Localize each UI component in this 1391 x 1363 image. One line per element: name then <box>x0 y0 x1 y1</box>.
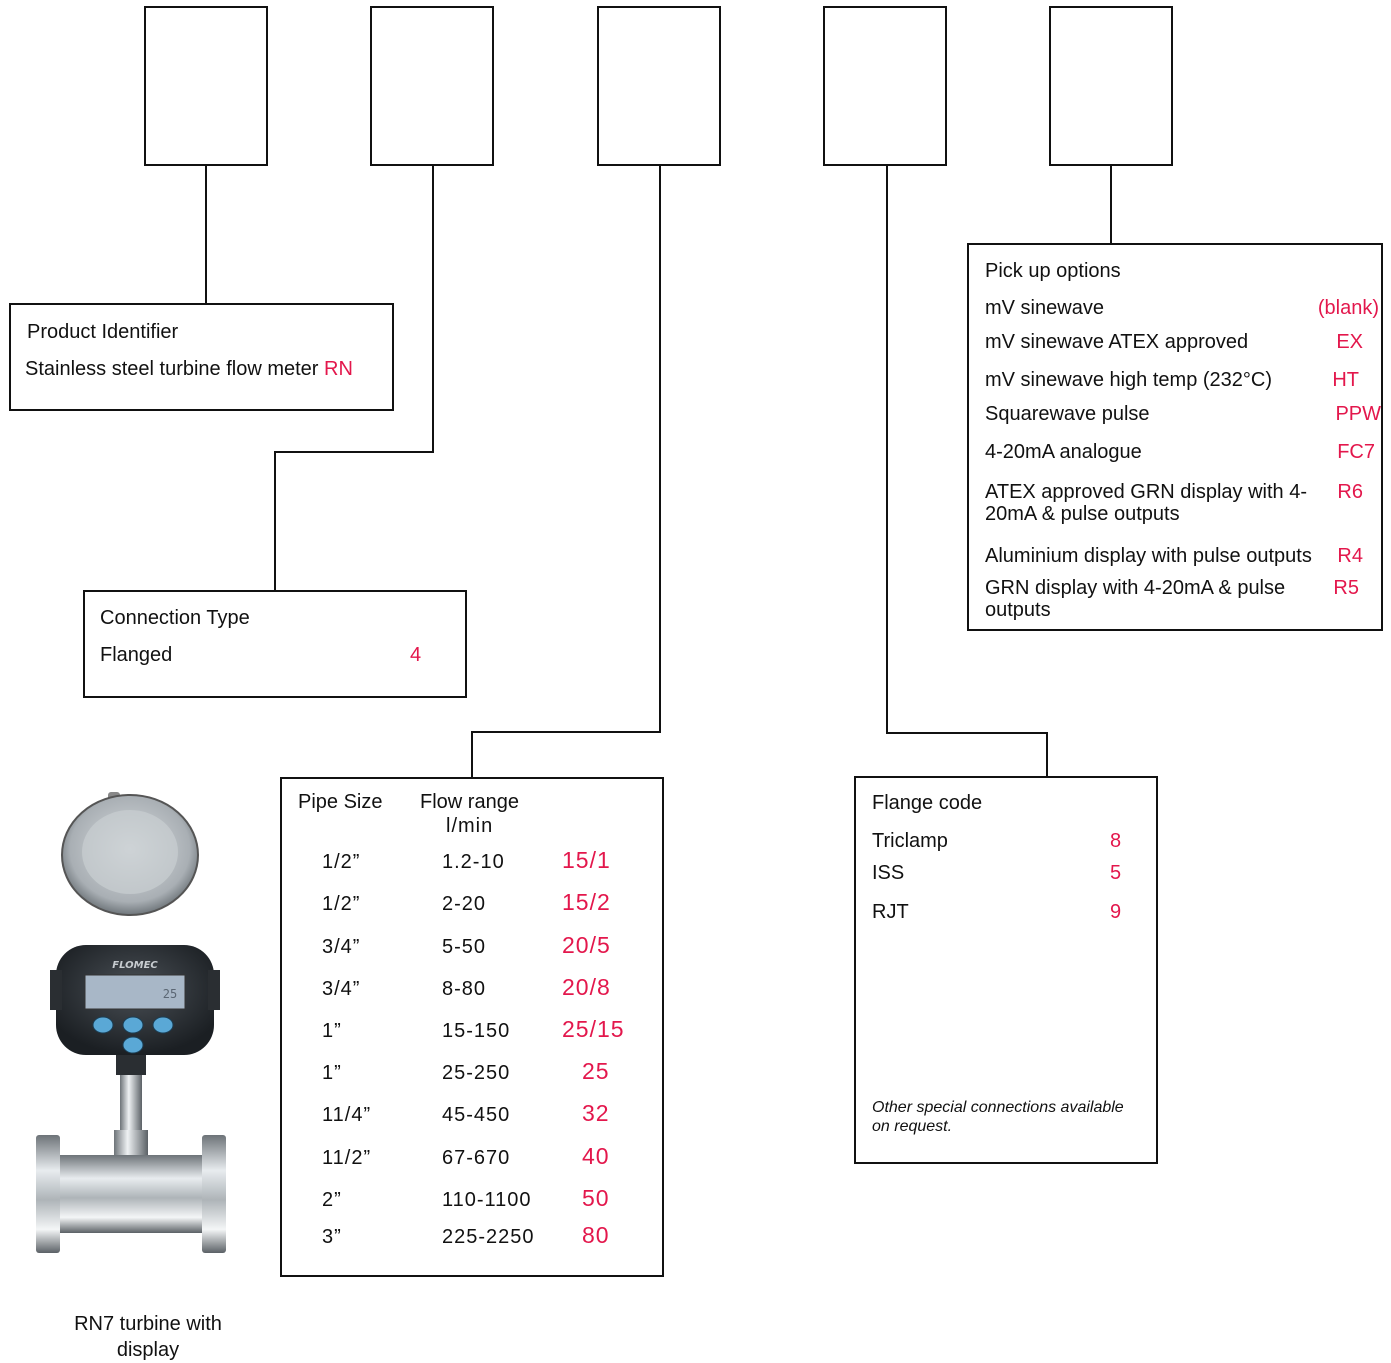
pipe-code-cell: 32 <box>582 1100 610 1126</box>
pickup-item-label: mV sinewave high temp (232°C) <box>985 369 1273 391</box>
connection-type-box: Connection Type Flanged 4 <box>83 590 467 698</box>
pipe-size-cell: 1” <box>322 1020 342 1042</box>
pipe-size-header: Pipe Size <box>298 791 383 813</box>
pickup-item-label: mV sinewave ATEX approved <box>985 331 1249 353</box>
pickup-item-code: PPW <box>1335 403 1381 425</box>
flow-range-cell: 15-150 <box>442 1020 511 1042</box>
pickup-item-label: ATEX approved GRN display with 4-20mA & … <box>985 481 1307 525</box>
connector-pickup <box>1110 166 1112 244</box>
pipe-size-box: Pipe Size Flow range l/min 1/2” 1.2-10 15/… <box>280 777 664 1277</box>
connector-connection-v2 <box>274 451 276 591</box>
connector-pipe-v1 <box>659 166 661 732</box>
connector-pipe-h <box>471 731 661 733</box>
flow-range-cell: 1.2-10 <box>442 851 505 873</box>
connector-connection-h <box>274 451 434 453</box>
pickup-item-label: Aluminium display with pulse outputs <box>985 545 1312 567</box>
turbine-meter-photo: FLOMEC 25 <box>30 790 250 1310</box>
pipe-size-cell: 2” <box>322 1189 342 1211</box>
flange-item-label: RJT <box>872 901 909 923</box>
pickup-item-label: mV sinewave <box>985 297 1104 319</box>
pipe-code-cell: 25 <box>582 1058 610 1084</box>
product-identifier-item: Stainless steel turbine flow meter RN <box>25 358 353 380</box>
product-identifier-box: Product Identifier Stainless steel turbi… <box>9 303 394 411</box>
pickup-item-code: (blank) <box>1317 297 1379 319</box>
product-item-code: RN <box>324 358 353 380</box>
photo-caption: RN7 turbine with display <box>74 1313 222 1361</box>
connector-flange-h <box>886 732 1048 734</box>
pipe-size-cell: 11/4” <box>322 1104 372 1126</box>
pickup-item-code: EX <box>1336 331 1363 353</box>
connector-flange-v2 <box>1046 732 1048 777</box>
code-slot-product <box>144 6 268 166</box>
pipe-size-cell: 3/4” <box>322 978 361 1000</box>
connector-connection-v1 <box>432 166 434 453</box>
flange-item-code: 5 <box>1110 862 1122 884</box>
connector-product <box>205 166 207 304</box>
pickup-item-label: Squarewave pulse <box>985 403 1150 425</box>
flow-range-cell: 2-20 <box>442 893 487 915</box>
flow-range-cell: 225-2250 <box>442 1226 535 1248</box>
flow-range-cell: 25-250 <box>442 1062 511 1084</box>
code-slot-pipe-size <box>597 6 721 166</box>
pickup-item-code: R6 <box>1337 481 1363 503</box>
pickup-item-code: HT <box>1332 369 1359 391</box>
pickup-item-code: R4 <box>1337 545 1363 567</box>
connector-pipe-v2 <box>471 731 473 778</box>
brand-logo-text: FLOMEC <box>112 960 158 971</box>
pipe-size-cell: 11/2” <box>322 1147 372 1169</box>
flow-range-cell: 67-670 <box>442 1147 511 1169</box>
flange-note: Other special connections available on r… <box>872 1099 1124 1135</box>
code-slot-connection <box>370 6 494 166</box>
connector-flange-v1 <box>886 166 888 734</box>
connection-type-title: Connection Type <box>100 607 250 629</box>
pickup-options-title: Pick up options <box>985 260 1121 282</box>
flow-range-cell: 5-50 <box>442 936 487 958</box>
pickup-item-label: GRN display with 4-20mA & pulse outputs <box>985 577 1286 621</box>
product-identifier-title: Product Identifier <box>27 321 179 343</box>
pickup-item-label: 4-20mA analogue <box>985 441 1142 463</box>
pickup-item-code: R5 <box>1333 577 1359 599</box>
pipe-size-cell: 1/2” <box>322 851 361 873</box>
pipe-size-cell: 1” <box>322 1062 342 1084</box>
pipe-size-cell: 3” <box>322 1226 342 1248</box>
flange-item-code: 9 <box>1110 901 1122 923</box>
flange-item-label: ISS <box>872 862 905 884</box>
pipe-code-cell: 20/5 <box>562 932 611 958</box>
flow-range-unit: l/min <box>446 815 494 837</box>
product-item-label: Stainless steel turbine flow meter <box>25 358 319 380</box>
pipe-code-cell: 25/15 <box>562 1016 625 1042</box>
connection-item-label: Flanged <box>100 644 173 666</box>
pipe-code-cell: 15/2 <box>562 889 611 915</box>
code-slot-pickup <box>1049 6 1173 166</box>
flow-range-cell: 8-80 <box>442 978 487 1000</box>
pickup-options-box: Pick up options mV sinewave (blank) mV sin… <box>967 243 1383 631</box>
pipe-code-cell: 40 <box>582 1143 610 1169</box>
connection-item-code: 4 <box>410 644 422 666</box>
turbine-meter-illustration: FLOMEC 25 <box>36 792 226 1253</box>
pickup-item-code: FC7 <box>1337 441 1375 463</box>
pipe-code-cell: 50 <box>582 1185 610 1211</box>
pipe-size-cell: 3/4” <box>322 936 361 958</box>
flow-range-cell: 45-450 <box>442 1104 511 1126</box>
code-slot-flange <box>823 6 947 166</box>
flange-code-title: Flange code <box>872 792 983 814</box>
flange-item-label: Triclamp <box>872 830 948 852</box>
pipe-size-cell: 1/2” <box>322 893 361 915</box>
lcd-reading: 25 <box>163 987 177 1001</box>
pipe-code-cell: 20/8 <box>562 974 611 1000</box>
flow-range-cell: 110-1100 <box>442 1189 532 1211</box>
pipe-code-cell: 80 <box>582 1222 610 1248</box>
flange-item-code: 8 <box>1110 830 1122 852</box>
pipe-code-cell: 15/1 <box>562 847 611 873</box>
flow-range-header: Flow range <box>420 791 519 813</box>
